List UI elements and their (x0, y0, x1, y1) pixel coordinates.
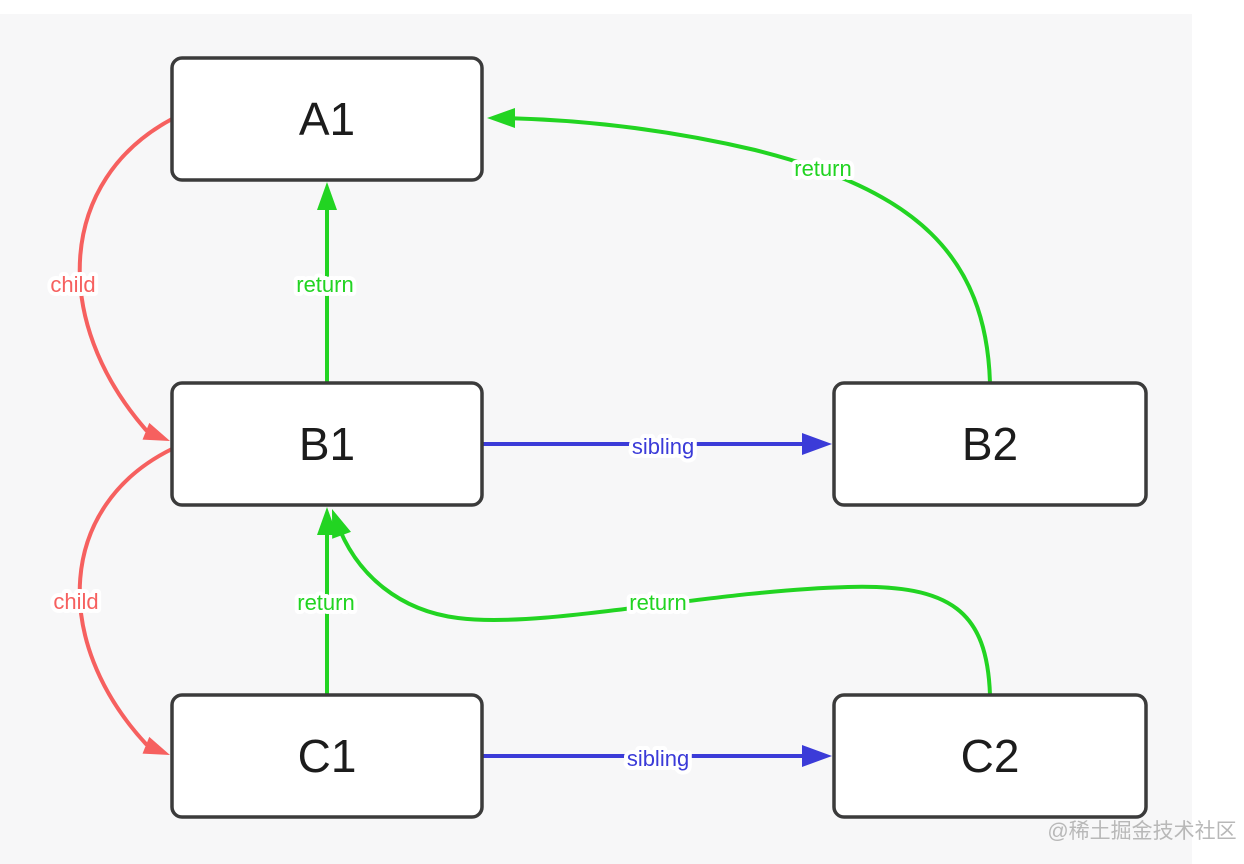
edge-sibling-C1-C2-arrowhead (802, 745, 832, 767)
edge-sibling-B1-B2-arrowhead (802, 433, 832, 455)
edge-return-C2-B1-line (334, 518, 992, 697)
watermark: @稀土掘金技术社区 (1047, 820, 1236, 843)
edge-child-A1-B1-line (77, 117, 174, 432)
edge-return-C1-B1-label: return (297, 590, 354, 615)
node-B2-box (832, 381, 1148, 507)
node-C1-label: C1 (298, 730, 357, 782)
edge-sibling-C1-C2-label: sibling (627, 746, 689, 771)
edge-return-C2-B1-label: return (629, 590, 686, 615)
node-A1: A1 (170, 56, 484, 182)
node-B1: B1 (170, 381, 484, 507)
node-B1-label: B1 (299, 418, 355, 470)
node-A1-box (170, 56, 484, 182)
edge-child-B1-C1-label: child (53, 589, 98, 614)
node-C2: C2 (832, 693, 1148, 819)
node-B2: B2 (832, 381, 1148, 507)
node-A1-label: A1 (299, 93, 355, 145)
node-B2-label: B2 (962, 418, 1018, 470)
node-B1-box (170, 381, 484, 507)
node-C2-box (832, 693, 1148, 819)
edge-return-B2-A1-arrowhead (487, 108, 515, 128)
edge-child-B1-C1-arrowhead (142, 736, 170, 755)
edge-return-B2-A1-label: return (794, 156, 851, 181)
node-C2-label: C2 (961, 730, 1020, 782)
node-C1-box (170, 693, 484, 819)
edge-return-B1-A1-label: return (296, 272, 353, 297)
edge-sibling-B1-B2-label: sibling (632, 434, 694, 459)
edge-child-A1-B1-arrowhead (142, 422, 170, 441)
edge-child-B1-C1-line (77, 447, 174, 746)
node-C1: C1 (170, 693, 484, 819)
edge-return-C2-B1-arrowhead (332, 509, 351, 539)
edge-return-B2-A1-line (498, 116, 992, 385)
edge-return-C1-B1-arrowhead (317, 507, 337, 535)
edge-child-A1-B1-label: child (50, 272, 95, 297)
edge-return-B1-A1-arrowhead (317, 182, 337, 210)
